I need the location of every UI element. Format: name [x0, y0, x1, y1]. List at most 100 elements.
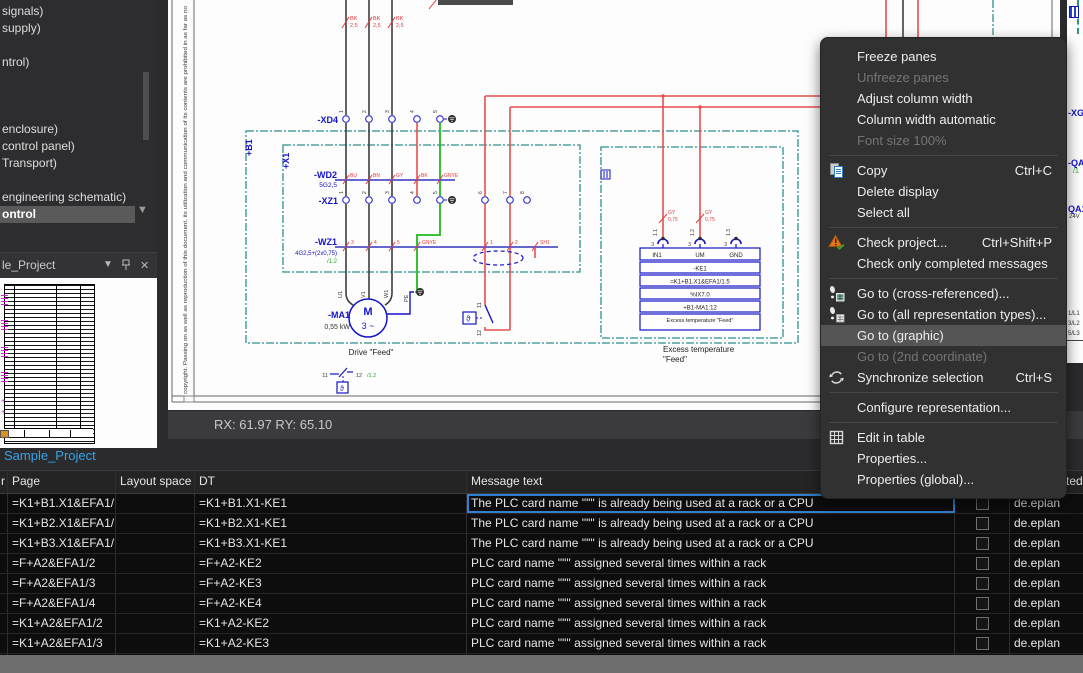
pe-blue-link [387, 291, 414, 315]
pin-label: 5/L3 [1068, 331, 1080, 337]
project-tree-panel: signals) supply) ntrol) enclosure) contr… [0, 0, 157, 250]
menu-item-check-completed[interactable]: Check only completed messages [857, 256, 1048, 271]
completed-checkbox[interactable] [975, 557, 989, 570]
thumbnail-marker: + [1, 398, 6, 405]
menu-item-goto-all-representation[interactable]: Go to (all representation types)... [821, 304, 1066, 325]
table-row[interactable]: =F+A2&EFA1/4 =F+A2-KE4 PLC card name '""… [0, 594, 1083, 614]
structure-label-x1: +X1 [281, 153, 291, 169]
excess-caption-2: "Feed" [663, 355, 687, 364]
tree-item[interactable]: signals) [2, 4, 44, 18]
aux-contact: 11 12 /1.2 ϑ [322, 367, 376, 394]
completed-checkbox[interactable] [975, 577, 989, 590]
menu-item-edit-in-table[interactable]: Edit in table [821, 427, 1066, 448]
thumbnail-gridline [56, 284, 57, 434]
cable-screen-marker [472, 250, 524, 266]
context-menu: Freeze panes Unfreeze panes Adjust colum… [820, 37, 1067, 499]
frame-line [1067, 340, 1083, 341]
tree-scrollbar[interactable] [143, 72, 149, 140]
menu-item-delete-display[interactable]: Delete display [857, 184, 939, 199]
tree-item[interactable]: ntrol) [2, 55, 30, 69]
completed-checkbox[interactable] [975, 637, 989, 650]
menu-item-freeze-panes[interactable]: Freeze panes [857, 49, 937, 64]
wd2-label: -WD2 [314, 170, 337, 180]
svg-text:5: 5 [433, 110, 439, 113]
completed-checkbox[interactable] [975, 537, 989, 550]
motor-symbol: M 3 ~ [348, 298, 388, 338]
table-row[interactable]: =K1+B3.X1&EFA1/1 =K1+B3.X1-KE1 The PLC c… [0, 534, 1083, 554]
menu-item-goto-graphic[interactable]: Go to (graphic) [821, 325, 1066, 346]
cross-reference: /1 [1073, 168, 1079, 175]
menu-separator [829, 227, 1058, 228]
svg-text:1.2: 1.2 [690, 229, 696, 236]
completed-checkbox[interactable] [975, 597, 989, 610]
svg-text:PE: PE [404, 294, 410, 302]
column-header[interactable]: r [0, 471, 8, 493]
svg-text:GY: GY [705, 210, 713, 216]
table-row[interactable]: =K1+A2&EFA1/4 =K1+A2-KE4 PLC card name '… [0, 654, 1083, 655]
menu-item-goto-cross-referenced[interactable]: Go to (cross-referenced)... [821, 283, 1066, 304]
motor-label: -MA1 [328, 310, 350, 320]
tree-item[interactable]: supply) [2, 21, 41, 35]
svg-text:%IX7.0: %IX7.0 [690, 293, 710, 299]
svg-text:SH1: SH1 [540, 240, 550, 246]
pin-icon[interactable] [121, 259, 131, 274]
motor-terminal-labels: U1 V1 W1 PE [338, 290, 410, 302]
menu-item-properties[interactable]: Properties... [857, 451, 928, 466]
graphical-preview[interactable]: + + [0, 278, 157, 448]
menu-item-check-project[interactable]: Check project...Ctrl+Shift+P [821, 232, 1066, 253]
horizontal-scrollbar[interactable] [0, 655, 1083, 673]
svg-text:2: 2 [362, 191, 368, 194]
close-icon[interactable]: ✕ [140, 260, 150, 272]
svg-text:ϑ: ϑ [340, 386, 344, 393]
svg-text:4: 4 [410, 191, 416, 194]
wire-slash [428, 0, 437, 10]
completed-checkbox[interactable] [975, 517, 989, 530]
chevron-down-icon[interactable]: ▼ [137, 204, 148, 216]
completed-checkbox[interactable] [975, 617, 989, 630]
table-icon [828, 429, 845, 446]
chevron-down-icon[interactable]: ▼ [103, 259, 113, 270]
menu-item-select-all[interactable]: Select all [857, 205, 910, 220]
svg-text:3 ~: 3 ~ [362, 321, 375, 331]
svg-text:BK: BK [421, 173, 428, 179]
svg-text:2,5: 2,5 [396, 23, 404, 29]
column-header-page[interactable]: Page [8, 471, 116, 493]
column-header-dt[interactable]: DT [195, 471, 467, 493]
svg-text:GY: GY [668, 210, 676, 216]
wire-gauge-labels: BK2,5 BK2,5 BK2,5 [341, 16, 404, 29]
tree-item[interactable]: enclosure) [2, 122, 59, 136]
menu-item-properties-global[interactable]: Properties (global)... [857, 472, 975, 487]
xz1-terminal-numbers: 1 2 3 4 5 6 7 8 [339, 191, 526, 194]
message-management-table: r Page Layout space DT Message text =K1+… [0, 470, 1083, 655]
svg-text:1: 1 [339, 191, 345, 194]
tree-item[interactable]: control panel) [2, 139, 75, 153]
svg-text:+B1-MA1:12: +B1-MA1:12 [683, 306, 717, 312]
project-tab-label[interactable]: Sample_Project [4, 448, 96, 463]
page-thumbnail[interactable] [4, 284, 95, 444]
table-row[interactable]: =K1+B1.X1&EFA1/1 =K1+B1.X1-KE1 The PLC c… [0, 494, 1083, 514]
tree-item-selected[interactable]: ontrol [0, 206, 135, 223]
menu-item-adjust-column-width[interactable]: Adjust column width [857, 91, 973, 106]
menu-item-configure-representation[interactable]: Configure representation... [857, 400, 1011, 415]
tree-item[interactable]: Transport) [2, 156, 57, 170]
check-project-icon [828, 234, 845, 251]
thumbnail-marker [1, 372, 8, 384]
svg-text:2,5: 2,5 [373, 23, 381, 29]
device-tag: -QA [1068, 158, 1083, 168]
menu-item-font-size: Font size 100% [857, 133, 947, 148]
svg-text:4: 4 [410, 110, 416, 113]
thumbnail-marker: + [1, 409, 6, 416]
tree-item[interactable]: engineering schematic) [2, 190, 127, 204]
table-row[interactable]: =K1+A2&EFA1/2 =K1+A2-KE2 PLC card name '… [0, 614, 1083, 634]
wd2-wire-labels: BU BN GY BK GNYE [342, 173, 459, 185]
column-header-fragment: ted [1066, 474, 1083, 488]
table-row[interactable]: =K1+B2.X1&EFA1/1 =K1+B2.X1-KE1 The PLC c… [0, 514, 1083, 534]
svg-text:8: 8 [520, 191, 526, 194]
table-row[interactable]: =F+A2&EFA1/2 =F+A2-KE2 PLC card name '""… [0, 554, 1083, 574]
menu-item-column-width-automatic[interactable]: Column width automatic [857, 112, 996, 127]
table-row[interactable]: =K1+A2&EFA1/3 =K1+A2-KE3 PLC card name '… [0, 634, 1083, 654]
column-header-layout-space[interactable]: Layout space [116, 471, 195, 493]
table-row[interactable]: =F+A2&EFA1/3 =F+A2-KE3 PLC card name '""… [0, 574, 1083, 594]
